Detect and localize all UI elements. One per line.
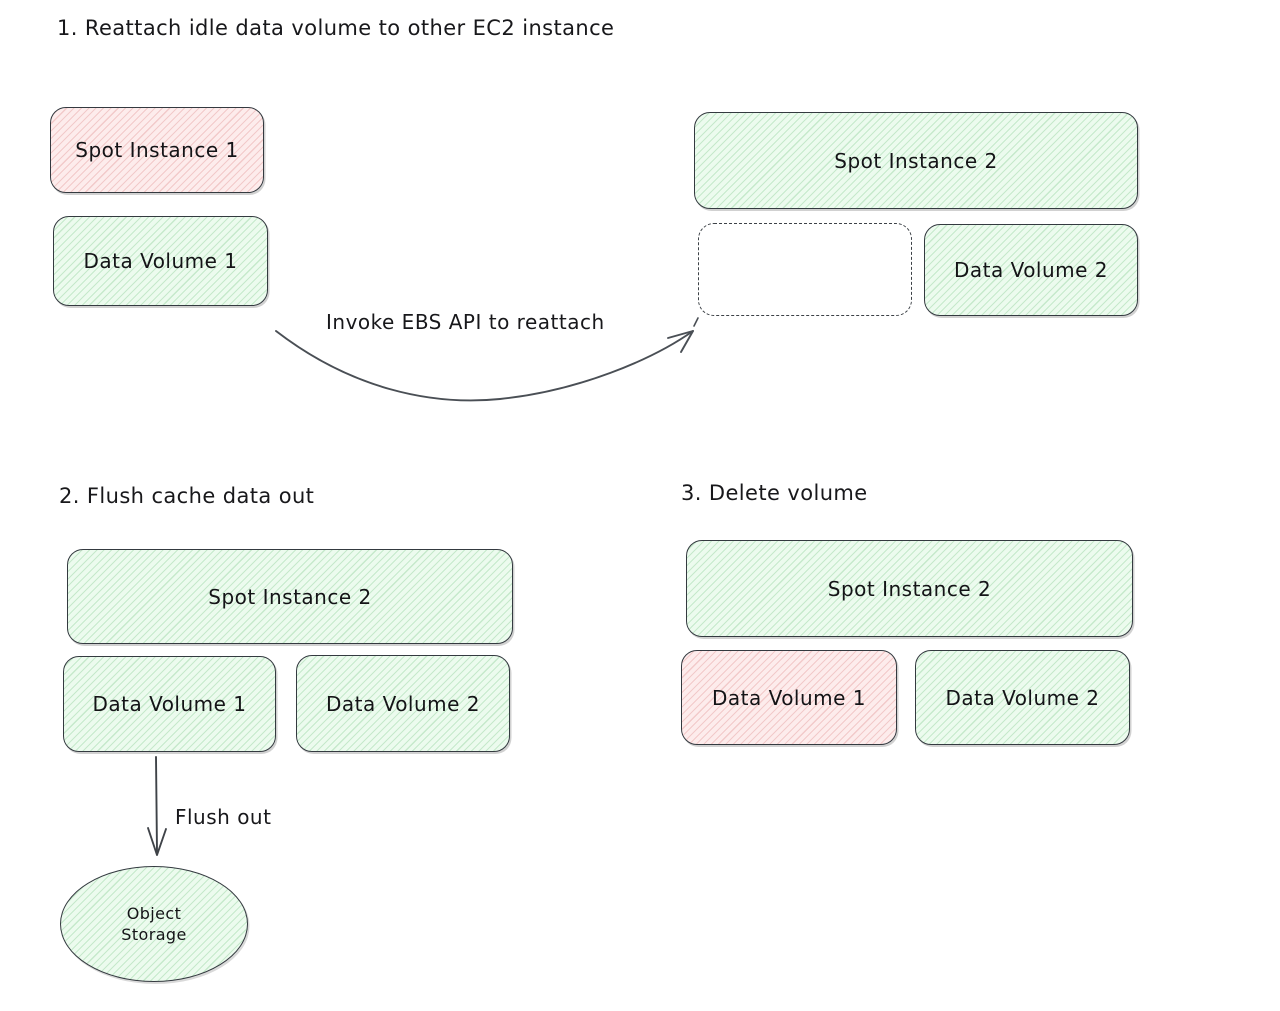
section-2-heading: 2. Flush cache data out xyxy=(59,484,315,508)
node-s3-data-volume-1[interactable]: Data Volume 1 xyxy=(681,650,897,745)
node-s2-spot-instance-2[interactable]: Spot Instance 2 xyxy=(67,549,513,644)
edge-label-invoke-ebs-api: Invoke EBS API to reattach xyxy=(326,310,605,334)
node-s2-data-volume-1[interactable]: Data Volume 1 xyxy=(63,656,276,752)
node-s3-data-volume-2[interactable]: Data Volume 2 xyxy=(915,650,1130,745)
node-object-storage[interactable]: Object Storage xyxy=(60,866,248,982)
node-s2-data-volume-2[interactable]: Data Volume 2 xyxy=(296,655,510,752)
node-spot-instance-1[interactable]: Spot Instance 1 xyxy=(50,107,264,193)
object-storage-label-line-2: Storage xyxy=(121,925,187,944)
object-storage-label-line-1: Object xyxy=(126,903,182,923)
section-1-heading: 1. Reattach idle data volume to other EC… xyxy=(57,16,615,40)
node-data-volume-2[interactable]: Data Volume 2 xyxy=(924,224,1138,316)
edge-label-flush-out: Flush out xyxy=(175,805,272,829)
node-empty-volume-slot[interactable] xyxy=(698,223,912,316)
node-spot-instance-2[interactable]: Spot Instance 2 xyxy=(694,112,1138,209)
node-data-volume-1[interactable]: Data Volume 1 xyxy=(53,216,268,306)
arrow-flush-out xyxy=(147,756,167,856)
section-3-heading: 3. Delete volume xyxy=(681,481,868,505)
node-s3-spot-instance-2[interactable]: Spot Instance 2 xyxy=(686,540,1133,637)
